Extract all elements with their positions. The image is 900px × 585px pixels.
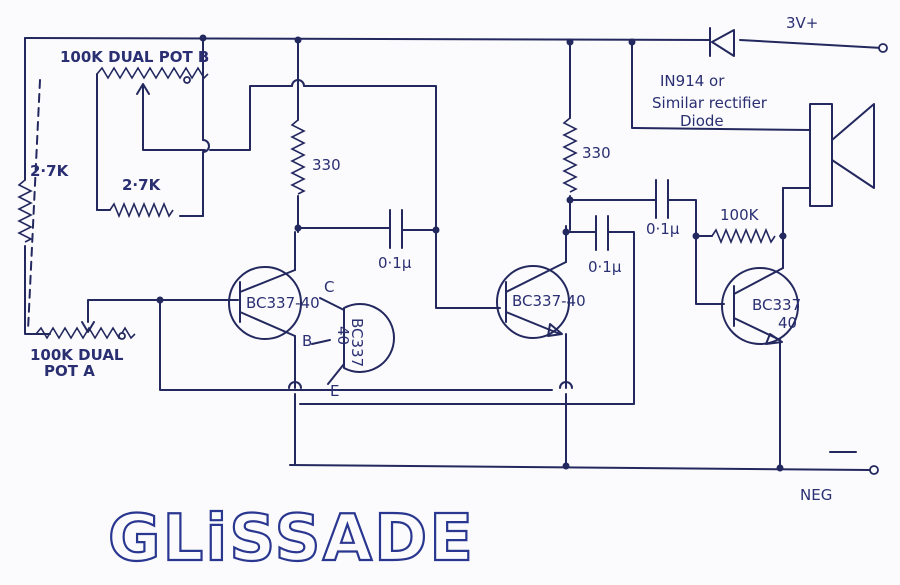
positive-terminal	[878, 43, 888, 53]
negative-terminal	[869, 465, 879, 475]
resistor-100k-label: 100K	[720, 206, 760, 224]
q2-transistor	[496, 225, 573, 467]
cap-1-label: 0·1μ	[378, 254, 412, 272]
q3-label-line1: BC337	[752, 296, 801, 314]
pot-a	[35, 299, 161, 340]
cap-3	[655, 179, 725, 305]
pinout-label-line1: BC337	[348, 318, 366, 367]
left-27k-resistor	[17, 37, 51, 335]
negative-rail	[289, 451, 879, 475]
q3-transistor	[721, 235, 799, 469]
q2-330-resistor	[562, 39, 657, 231]
resistor-left-label: 2·7K	[30, 162, 70, 180]
cap-2	[299, 215, 635, 405]
transistor-pinout-sketch	[311, 297, 395, 385]
q1-330-resistor	[290, 39, 391, 233]
pin-c-label: C	[324, 278, 334, 296]
q3-label-line2: 40	[778, 314, 797, 332]
supply-negative-label: NEG	[800, 486, 832, 504]
pot-a-label-line1: 100K DUAL	[30, 346, 124, 364]
pot-b-label: 100K DUAL POT B	[60, 48, 209, 66]
pin-e-label: E	[330, 382, 339, 400]
pinout-label-line2: 40	[334, 326, 352, 345]
positive-rail	[24, 37, 888, 53]
100k-resistor	[695, 227, 784, 245]
diode-label-line2: Similar rectifier	[652, 94, 768, 112]
pot-a-label-line2: POT A	[44, 362, 95, 380]
title-glissade: GLiSSADE	[108, 502, 475, 576]
inner-27k-resistor	[96, 201, 204, 219]
pin-b-label: B	[302, 332, 312, 350]
cap-2-label: 0·1μ	[588, 258, 622, 276]
junction-dots	[156, 34, 787, 472]
pot-b	[96, 37, 437, 233]
dual-pot-link	[27, 79, 41, 331]
supply-positive-label: 3V+	[786, 14, 818, 32]
q2-label: BC337-40	[512, 292, 586, 310]
resistor-330-right-label: 330	[582, 144, 611, 162]
q1-label: BC337-40	[246, 294, 320, 312]
diode-label-line1: IN914 or	[660, 72, 725, 90]
q1-transistor	[159, 231, 553, 466]
cap-3-label: 0·1μ	[646, 220, 680, 238]
resistor-inner-label: 2·7K	[122, 176, 162, 194]
diode-symbol	[709, 27, 735, 57]
cap-1	[389, 209, 501, 309]
diode-label-line3: Diode	[680, 112, 724, 130]
resistor-330-left-label: 330	[312, 156, 341, 174]
